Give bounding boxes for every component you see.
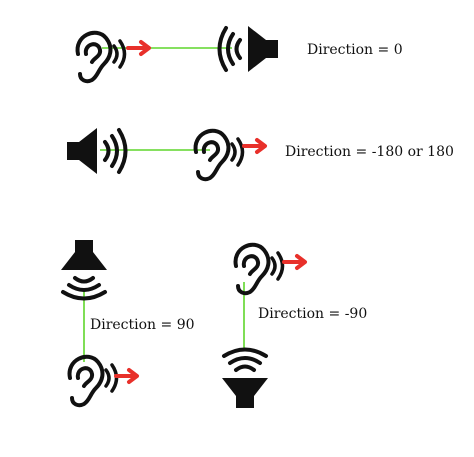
direction-label-neg-90: Direction = -90 (258, 306, 368, 322)
speaker-icon (217, 24, 280, 74)
direction-arrow-icon (114, 368, 139, 384)
direction-label-0: Direction = 0 (307, 42, 403, 58)
ear-icon (67, 354, 119, 408)
direction-label-180: Direction = -180 or 180 (285, 144, 454, 160)
scenario-direction-90 (59, 238, 139, 408)
speaker-icon (59, 238, 109, 301)
direction-arrow-icon (282, 254, 307, 270)
direction-label-90: Direction = 90 (90, 317, 195, 333)
ear-icon (233, 242, 285, 296)
direction-arrow-icon (242, 138, 267, 154)
direction-arrow-icon (126, 40, 151, 56)
ear-icon (75, 30, 127, 84)
speaker-icon (65, 126, 128, 176)
scenario-direction-0 (75, 24, 280, 84)
speaker-icon (220, 347, 270, 410)
scenario-direction-neg-90 (220, 242, 307, 410)
scenario-direction-180 (65, 126, 267, 182)
ear-icon (193, 128, 245, 182)
